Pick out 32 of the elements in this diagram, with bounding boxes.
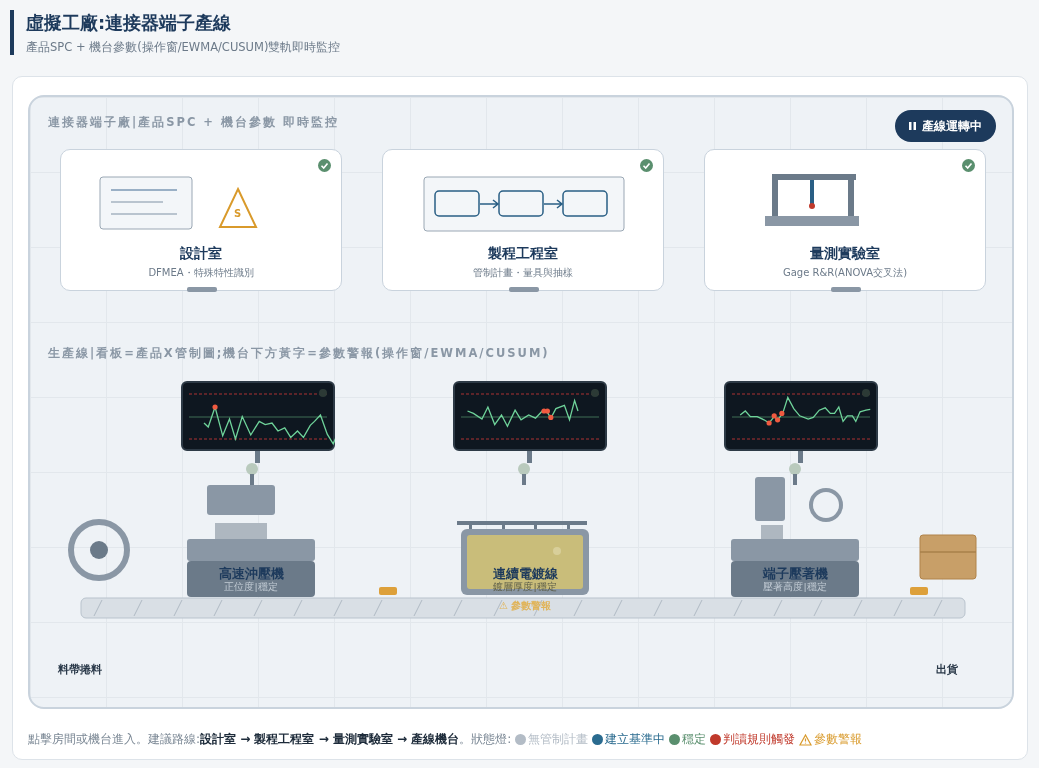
parameter-alarm: ⚠ 參數警報	[499, 599, 552, 613]
machine-name: 端子壓著機	[762, 565, 828, 581]
room-card	[704, 149, 986, 291]
legend-label: 判讀規則觸發	[723, 731, 796, 748]
room-name: 製程工程室	[487, 245, 559, 263]
machine-status: 鍍層厚度|穩定	[493, 580, 557, 593]
machine-status: 正位度|穩定	[224, 580, 278, 593]
machine-base	[731, 561, 859, 597]
room-card	[382, 149, 664, 291]
legend-label: 穩定	[682, 731, 707, 748]
room-card	[60, 149, 342, 291]
room-description: DFMEA・特殊特性識別	[147, 266, 255, 280]
symbol-letter: S	[234, 208, 242, 219]
station-label: 出貨	[936, 662, 958, 677]
machine-base	[187, 561, 315, 597]
section-heading: 連接器端子廠|產品SPC + 機台參數 即時監控	[48, 115, 339, 130]
machine-status: 壓著高度|穩定	[763, 580, 827, 593]
machine-name: 高速沖壓機	[218, 565, 284, 581]
section-heading: 生產線|看板=產品X管制圖;機台下方黃字=參數警報(操作窗/EWMA/CUSUM)	[48, 346, 550, 361]
status-button: 產線運轉中	[895, 110, 996, 142]
legend-label: 建立基準中	[605, 731, 666, 748]
instruction-text: 點擊房間或機台進入。建議路線:設計室 → 製程工程室 → 量測實驗室 → 產線機台。狀態燈:	[28, 731, 512, 748]
legend-label: 參數警報	[814, 731, 863, 748]
room-name: 量測實驗室	[809, 245, 881, 263]
machine-name: 連續電鍍線	[492, 565, 558, 581]
room-description: 管制計畫・量具與抽樣	[472, 266, 574, 280]
page-title: 虛擬工廠:連接器端子產線	[26, 11, 233, 35]
page-subtitle: 產品SPC + 機台參數(操作窗/EWMA/CUSUM)雙軌即時監控	[26, 40, 341, 55]
station-label: 料帶捲料	[58, 662, 102, 677]
room-name: 設計室	[179, 245, 223, 263]
room-description: Gage R&R(ANOVA交叉法)	[781, 266, 909, 280]
legend-label: 無管制計畫	[528, 731, 589, 748]
